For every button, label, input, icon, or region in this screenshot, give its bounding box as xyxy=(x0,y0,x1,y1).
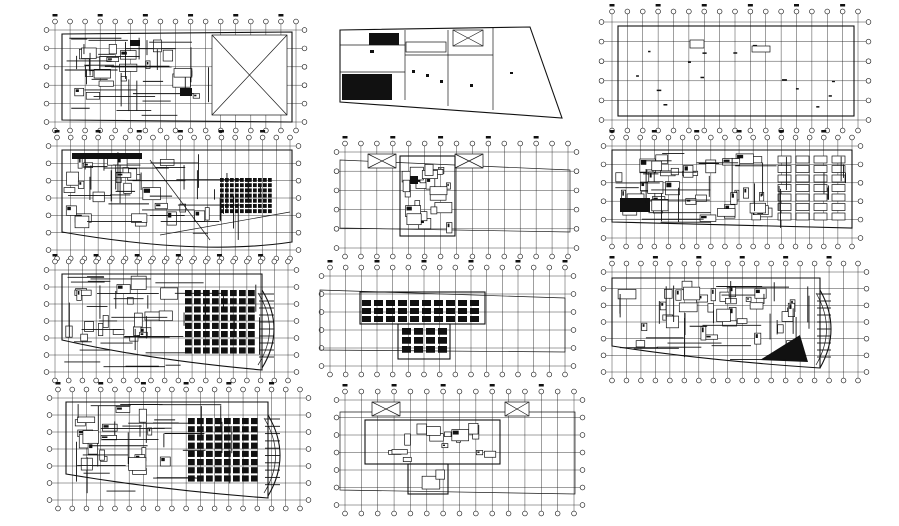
floor-plan-8 xyxy=(318,260,577,378)
column-grid-plan xyxy=(598,4,872,134)
floor-plan-11 xyxy=(333,384,586,517)
floor-plan-7 xyxy=(43,254,300,384)
floor-plan-4 xyxy=(45,130,302,262)
floor-plan-9 xyxy=(600,256,870,384)
floor-plan-1 xyxy=(43,14,308,134)
floor-plan-10 xyxy=(46,382,312,512)
site-plan xyxy=(339,26,563,119)
floor-plan-5 xyxy=(333,136,580,260)
floor-plan-6 xyxy=(600,130,864,250)
